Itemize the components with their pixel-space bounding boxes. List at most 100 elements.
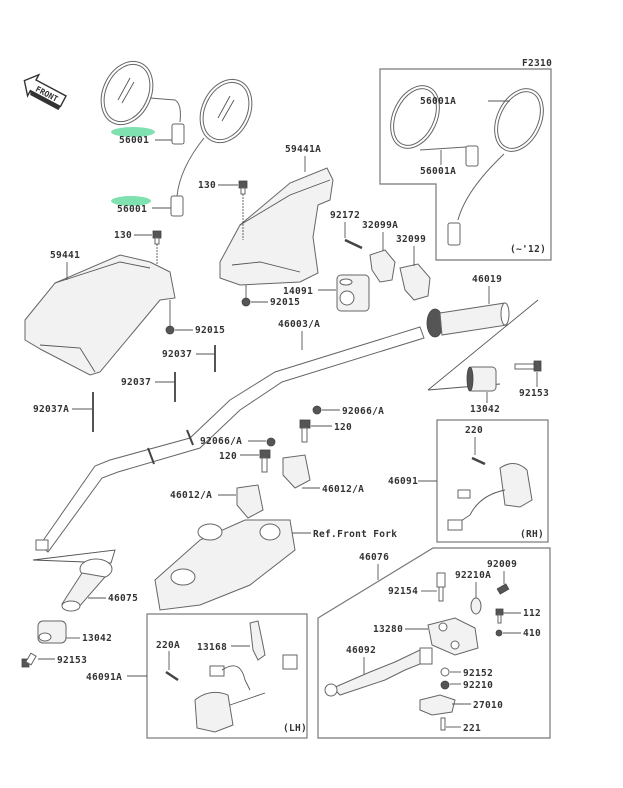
label-56001a-lower: 56001A — [420, 166, 456, 177]
label-46091: 46091 — [388, 476, 418, 487]
label-92153-right: 92153 — [519, 388, 549, 399]
weight-13042-right[interactable] — [466, 366, 497, 392]
nut-92210[interactable] — [440, 680, 450, 690]
lh-note: (LH) — [283, 723, 307, 734]
label-46019: 46019 — [472, 274, 502, 285]
inset-note: (~'12) — [510, 244, 546, 255]
screw-220[interactable] — [471, 456, 486, 466]
label-56001a-upper: 56001A — [420, 96, 456, 107]
weight-13042-left[interactable] — [37, 620, 67, 644]
label-46076: 46076 — [359, 552, 389, 563]
nut-92066-left[interactable] — [266, 437, 276, 447]
label-221: 221 — [463, 723, 481, 734]
label-46003: 46003/A — [278, 319, 320, 330]
label-13042-right: 13042 — [470, 404, 500, 415]
guide-line-left — [32, 549, 116, 564]
holder-46012-right[interactable] — [282, 454, 311, 489]
label-14091: 14091 — [283, 286, 313, 297]
label-56001-upper: 56001 — [119, 135, 149, 146]
lever-46092[interactable] — [324, 647, 433, 697]
handguard-right[interactable] — [219, 167, 334, 286]
screw-220a[interactable] — [165, 670, 179, 682]
label-92172: 92172 — [330, 210, 360, 221]
label-92066-left: 92066/A — [200, 436, 242, 447]
figure-id: F2310 — [522, 58, 552, 69]
label-32099a: 32099A — [362, 220, 398, 231]
label-120-left: 120 — [219, 451, 237, 462]
switch-rh[interactable] — [447, 463, 533, 531]
bolt-92153-right[interactable] — [514, 360, 542, 372]
label-13042-left: 13042 — [82, 633, 112, 644]
holder-46012-left[interactable] — [236, 484, 264, 519]
label-13280: 13280 — [373, 624, 403, 635]
highlight-upper — [111, 127, 155, 137]
handlebar[interactable] — [35, 326, 425, 553]
label-27010: 27010 — [473, 700, 503, 711]
label-410: 410 — [523, 628, 541, 639]
inset-mirror-left[interactable] — [381, 78, 479, 167]
collar-92152[interactable] — [440, 667, 450, 677]
label-92210a: 92210A — [455, 570, 491, 581]
label-130-upper: 130 — [198, 180, 216, 191]
bolt-130-lower[interactable] — [152, 230, 162, 265]
label-112: 112 — [523, 608, 541, 619]
housing-32099a[interactable] — [369, 249, 396, 283]
label-92210: 92210 — [463, 680, 493, 691]
highlight-lower — [111, 196, 151, 206]
label-92009: 92009 — [487, 559, 517, 570]
grip-46075[interactable] — [61, 558, 113, 612]
grip-46019[interactable] — [426, 302, 510, 338]
switch-lh[interactable] — [194, 654, 298, 733]
label-59441: 59441 — [50, 250, 80, 261]
nut-410[interactable] — [495, 629, 503, 637]
label-32099: 32099 — [396, 234, 426, 245]
label-92037-a: 92037 — [162, 349, 192, 360]
mirror-left-upper[interactable] — [91, 53, 185, 145]
screw-221[interactable] — [440, 717, 446, 731]
label-120-right: 120 — [334, 422, 352, 433]
label-220: 220 — [465, 425, 483, 436]
lever-13168[interactable] — [249, 620, 266, 661]
bolt-112[interactable] — [495, 608, 504, 624]
label-46012-right: 46012/A — [322, 484, 364, 495]
label-46091a: 46091A — [86, 672, 122, 683]
bolt-130-upper[interactable] — [238, 180, 248, 240]
label-92066-right: 92066/A — [342, 406, 384, 417]
bolt-120-right[interactable] — [299, 419, 311, 443]
guide-line-right — [427, 299, 539, 391]
switch-27010[interactable] — [419, 694, 456, 716]
bolt-92154[interactable] — [436, 572, 446, 602]
screw-92172[interactable] — [344, 238, 363, 250]
label-92037-b: 92037 — [121, 377, 151, 388]
label-92154: 92154 — [388, 586, 418, 597]
screw-92009[interactable] — [496, 583, 510, 595]
mirror-left-lower[interactable] — [170, 71, 262, 217]
housing-32099[interactable] — [399, 263, 431, 301]
throttle-14091[interactable] — [336, 274, 370, 312]
holder-13280[interactable] — [427, 617, 479, 656]
bolt-92153-left[interactable] — [21, 652, 37, 668]
label-46075: 46075 — [108, 593, 138, 604]
label-ref-front-fork: Ref.Front Fork — [313, 529, 397, 540]
label-13168: 13168 — [197, 642, 227, 653]
label-56001-lower: 56001 — [117, 204, 147, 215]
label-92015-right: 92015 — [270, 297, 300, 308]
label-130-lower: 130 — [114, 230, 132, 241]
label-220a: 220A — [156, 640, 180, 651]
inset-mirror-right[interactable] — [447, 81, 553, 246]
label-92152: 92152 — [463, 668, 493, 679]
lever-assy-box — [317, 547, 551, 739]
nut-92015-left[interactable] — [165, 325, 175, 335]
label-59441a: 59441A — [285, 144, 321, 155]
handguard-left[interactable] — [24, 254, 176, 376]
front-fork-bracket — [154, 519, 296, 611]
nut-92066-right[interactable] — [312, 405, 322, 415]
front-arrow-icon: FRONT — [23, 73, 67, 111]
label-92153-left: 92153 — [57, 655, 87, 666]
label-92015-left: 92015 — [195, 325, 225, 336]
label-92037a: 92037A — [33, 404, 69, 415]
nut-92015-right[interactable] — [241, 297, 251, 307]
washer-92210a[interactable] — [470, 597, 482, 615]
bolt-120-left[interactable] — [259, 449, 271, 473]
